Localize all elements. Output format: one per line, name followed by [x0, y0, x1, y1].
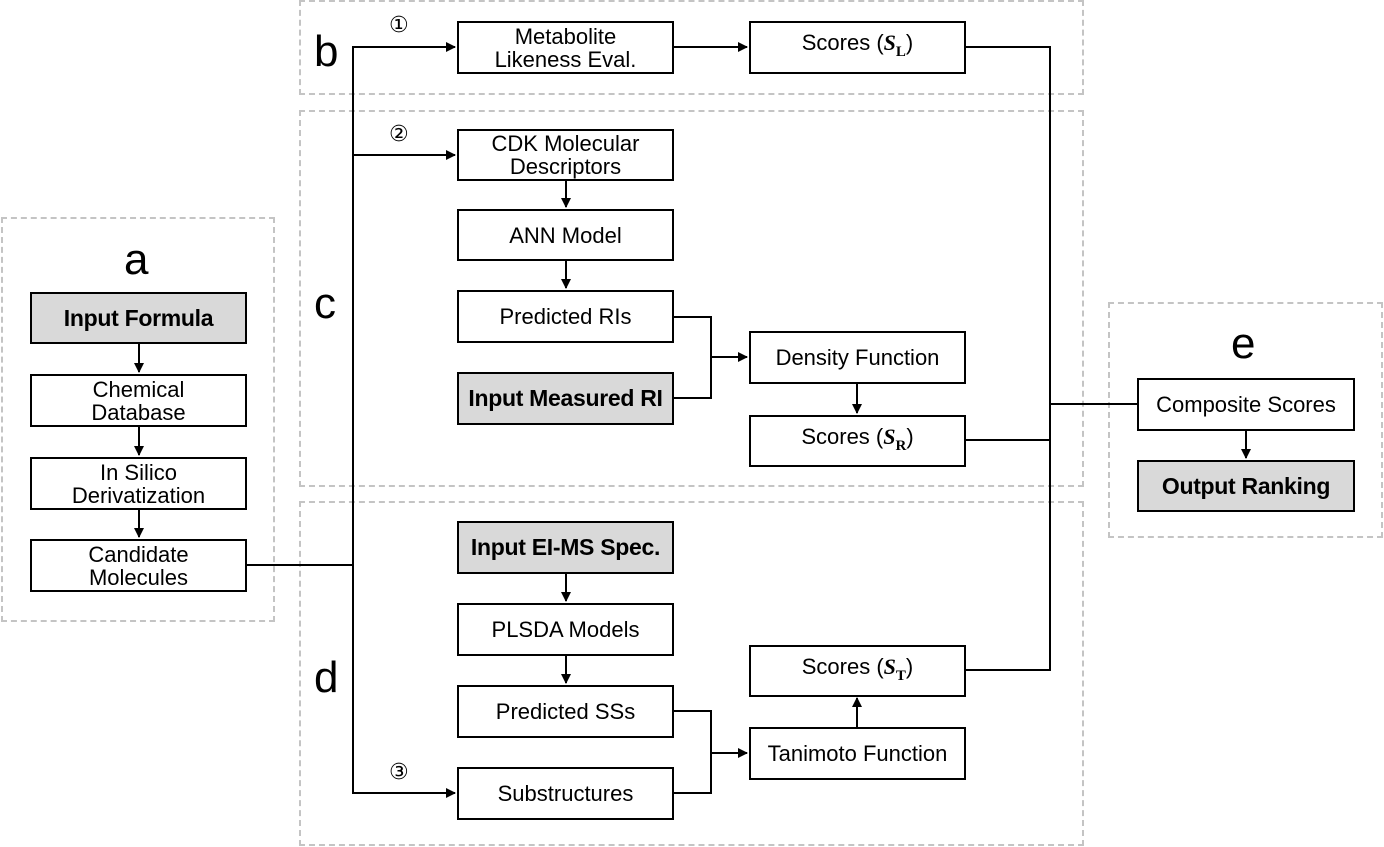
candidate-molecules-box: Candidate Molecules — [30, 539, 247, 592]
input-eims-box: Input EI-MS Spec. — [457, 521, 674, 574]
scores-l-box: Scores (SL) — [749, 21, 966, 74]
in-silico-line-1: In Silico — [99, 459, 178, 485]
density-function-box: Density Function — [749, 331, 966, 384]
input-formula-label: Input Formula — [63, 304, 214, 331]
section-label-b: b — [314, 27, 339, 76]
predicted-sss-label: Predicted SSs — [495, 699, 636, 724]
path-marker-1: ① — [389, 12, 409, 37]
candidate-molecules-line-2: Molecules — [88, 564, 189, 590]
predicted-ris-box: Predicted RIs — [457, 290, 674, 343]
tanimoto-function-box: Tanimoto Function — [749, 727, 966, 780]
in-silico-derivatization-box: In Silico Derivatization — [30, 457, 247, 510]
region-c — [299, 110, 1084, 487]
substructures-label: Substructures — [497, 781, 634, 806]
section-label-d: d — [314, 653, 339, 702]
input-measured-ri-label: Input Measured RI — [468, 385, 663, 411]
composite-scores-label: Composite Scores — [1156, 392, 1336, 417]
scores-r-label: Scores (SR) — [801, 423, 914, 454]
predicted-sss-box: Predicted SSs — [457, 685, 674, 738]
scores-t-box: Scores (ST) — [749, 645, 966, 697]
path-marker-2: ② — [389, 121, 409, 146]
region-e — [1108, 302, 1383, 538]
metabolite-likeness-line-2: Likeness Eval. — [494, 46, 637, 72]
composite-scores-box: Composite Scores — [1137, 378, 1355, 431]
tanimoto-function-label: Tanimoto Function — [767, 741, 948, 766]
path-marker-3: ③ — [389, 759, 409, 784]
section-label-c: c — [314, 279, 336, 328]
chemical-database-box: Chemical Database — [30, 374, 247, 427]
in-silico-line-2: Derivatization — [71, 482, 206, 508]
output-ranking-box: Output Ranking — [1137, 460, 1355, 512]
cdk-descriptors-line-1: CDK Molecular — [491, 131, 640, 156]
cdk-descriptors-box: CDK Molecular Descriptors — [457, 129, 674, 181]
scores-t-label: Scores (ST) — [801, 653, 914, 684]
section-label-e: e — [1231, 319, 1256, 368]
input-formula-box: Input Formula — [30, 292, 247, 344]
plsda-models-label: PLSDA Models — [491, 617, 640, 642]
density-function-label: Density Function — [775, 345, 940, 370]
ann-model-box: ANN Model — [457, 209, 674, 261]
output-ranking-label: Output Ranking — [1161, 472, 1331, 499]
candidate-molecules-line-1: Candidate — [88, 541, 189, 567]
chemical-database-line-1: Chemical — [92, 376, 185, 402]
ann-model-label: ANN Model — [509, 222, 622, 248]
plsda-models-box: PLSDA Models — [457, 603, 674, 656]
scores-r-box: Scores (SR) — [749, 415, 966, 467]
metabolite-likeness-box: Metabolite Likeness Eval. — [457, 21, 674, 74]
metabolite-likeness-line-1: Metabolite — [514, 23, 617, 49]
chemical-database-line-2: Database — [91, 399, 186, 425]
substructures-box: Substructures — [457, 767, 674, 820]
input-eims-label: Input EI-MS Spec. — [470, 534, 661, 560]
input-measured-ri-box: Input Measured RI — [457, 372, 674, 425]
scores-l-label: Scores (SL) — [801, 30, 914, 60]
cdk-descriptors-line-2: Descriptors — [509, 154, 622, 179]
region-a — [1, 217, 275, 622]
region-b — [299, 0, 1084, 95]
section-label-a: a — [124, 235, 149, 284]
predicted-ris-label: Predicted RIs — [499, 304, 632, 329]
region-d — [299, 501, 1084, 846]
